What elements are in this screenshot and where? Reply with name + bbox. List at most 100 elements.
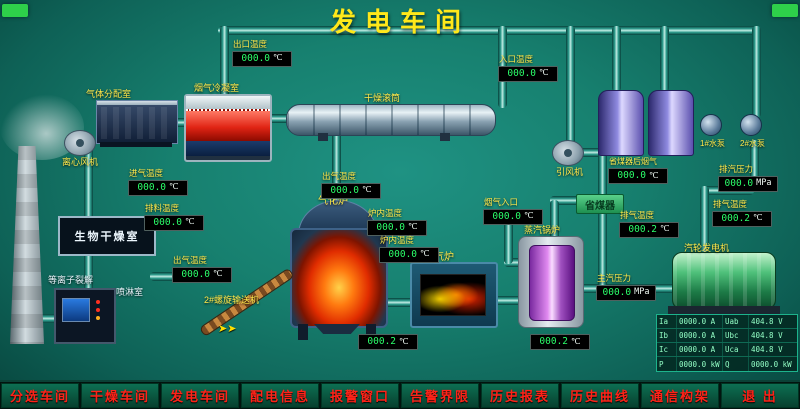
display-label: 主汽压力 xyxy=(597,273,632,283)
economizer-label: 省煤器 xyxy=(585,200,615,212)
display-readout: 000.0℃ xyxy=(483,208,543,225)
nav-button-history-report[interactable]: 历史报表 xyxy=(481,383,559,408)
nav-button-comm-architecture[interactable]: 通信构架 xyxy=(641,383,719,408)
display-readout: 000.0℃ xyxy=(172,266,232,283)
gas-distribution-unit xyxy=(96,100,178,144)
pipe xyxy=(598,150,607,294)
water-pump-2 xyxy=(740,114,762,136)
nav-button-power-distribution-info[interactable]: 配电信息 xyxy=(241,383,319,408)
meter-cell: 0000.0 A xyxy=(677,343,723,356)
temperature-display: 排料温度 000.0℃ xyxy=(144,204,204,231)
display-label: 炉内温度 xyxy=(380,235,415,245)
plasma-unit-label: 等离子裂解 xyxy=(48,275,94,285)
display-readout: 000.0℃ xyxy=(232,50,292,67)
display-label: 排气温度 xyxy=(620,210,655,220)
fan-hub xyxy=(564,149,572,157)
pipe xyxy=(84,250,93,308)
display-label: 排气温度 xyxy=(713,199,748,209)
temperature-display: 出气温度 000.0℃ xyxy=(172,256,232,283)
pump2-label: 2#水泵 xyxy=(740,139,765,148)
temperature-display: 排气温度 000.2℃ xyxy=(619,211,679,238)
display-readout: 000.0℃ xyxy=(367,219,427,236)
meter-cell: 404.8 V xyxy=(751,345,783,354)
storage-tank-2 xyxy=(648,90,694,156)
temperature-display: 000.2℃ xyxy=(358,334,418,350)
pipe xyxy=(700,186,709,256)
steam-boiler-label: 蒸汽锅炉 xyxy=(524,225,561,235)
gasifier-leg xyxy=(298,324,308,340)
meter-cell: Uca xyxy=(723,343,749,356)
screw-conveyor-label: 2#螺旋输送机 xyxy=(204,295,260,305)
water-pump-1 xyxy=(700,114,722,136)
display-label: 排料温度 xyxy=(145,203,180,213)
display-readout: 000.0℃ xyxy=(321,182,381,199)
meter-cell: Ic xyxy=(657,343,677,356)
pipe xyxy=(504,258,526,267)
pump1-label: 1#水泵 xyxy=(700,139,725,148)
bio-drying-room: 生物干燥室 xyxy=(58,216,156,256)
temperature-display: 入口温度 000.0℃ xyxy=(498,55,558,82)
meter-cell: 404.8 V xyxy=(751,317,783,326)
page-title: 发电车间 xyxy=(329,7,470,37)
pipe xyxy=(550,200,559,240)
display-label: 出口温度 xyxy=(233,39,268,49)
display-readout: 000.0℃ xyxy=(498,65,558,82)
pipe xyxy=(332,132,341,208)
display-label: 出气温度 xyxy=(322,171,357,181)
display-label: 炉内温度 xyxy=(368,208,403,218)
display-readout: 000.0℃ xyxy=(379,246,439,263)
nav-button-power-workshop[interactable]: 发电车间 xyxy=(161,383,239,408)
temperature-display: 000.2℃ xyxy=(530,334,590,350)
turbine-ribs xyxy=(673,253,775,309)
centrifugal-fan-label: 离心风机 xyxy=(62,157,99,167)
nav-button-history-curve[interactable]: 历史曲线 xyxy=(561,383,639,408)
gas-furnace xyxy=(410,262,498,328)
display-label: 进气温度 xyxy=(129,168,164,178)
machine-slots xyxy=(101,107,173,139)
table-row: Ib 0000.0 A Ubc 404.8 V xyxy=(657,329,797,343)
pipe xyxy=(660,26,669,92)
pipe xyxy=(566,26,575,144)
display-label: 排汽压力 xyxy=(719,164,754,174)
display-readout: 000.0℃ xyxy=(608,168,668,184)
table-row: P 0000.0 kW Q 0000.0 kW xyxy=(657,357,797,371)
meter-cell: 404.8 V xyxy=(751,331,783,340)
gasifier-cone xyxy=(314,324,360,334)
temperature-display: 排气温度 000.2℃ xyxy=(712,200,772,227)
nav-button-alarm-limits[interactable]: 告警界限 xyxy=(401,383,479,408)
turbine-generator-label: 汽轮发电机 xyxy=(684,243,730,253)
gas-furnace-label: 燃气炉 xyxy=(424,252,454,263)
nav-button-exit[interactable]: 退 出 xyxy=(721,383,799,408)
temperature-display: 出气温度 000.0℃ xyxy=(321,172,381,199)
generator-meter-table: Ia 0000.0 A Uab 404.8 V Ib 0000.0 A Ubc … xyxy=(656,314,798,372)
pipe xyxy=(504,218,513,264)
drying-drum-label: 干燥滚筒 xyxy=(364,93,401,103)
meter-cell: 0000.0 kW xyxy=(677,357,723,371)
meter-cell: Q xyxy=(723,357,749,371)
condenser-hot-section xyxy=(186,109,270,141)
furnace-flame-window xyxy=(420,274,486,316)
pipe xyxy=(380,298,416,307)
pipe xyxy=(750,140,759,190)
gasifier-label: 气化炉 xyxy=(318,196,348,207)
display-readout: 000.2℃ xyxy=(358,334,418,350)
temperature-display: 烟气入口 000.0℃ xyxy=(483,198,543,225)
nav-button-drying-workshop[interactable]: 干燥车间 xyxy=(81,383,159,408)
condenser-top xyxy=(186,96,270,109)
nav-button-alarm-window[interactable]: 报警窗口 xyxy=(321,383,399,408)
nav-button-sorting-workshop[interactable]: 分选车间 xyxy=(1,383,79,408)
flow-arrows: ➤➤ xyxy=(218,323,237,335)
centrifugal-fan-unit xyxy=(64,130,96,156)
indicator-lights xyxy=(96,300,100,304)
chamber-window xyxy=(62,298,90,322)
drum-support xyxy=(318,133,328,141)
economizer-block: 省煤器 xyxy=(576,194,624,214)
display-label: 烟气入口 xyxy=(484,197,519,207)
display-readout: 000.0℃ xyxy=(128,179,188,196)
storage-tank-1 xyxy=(598,90,644,156)
temperature-display: 出口温度 000.0℃ xyxy=(232,40,292,67)
spray-room-label: 喷淋室 xyxy=(116,287,144,297)
